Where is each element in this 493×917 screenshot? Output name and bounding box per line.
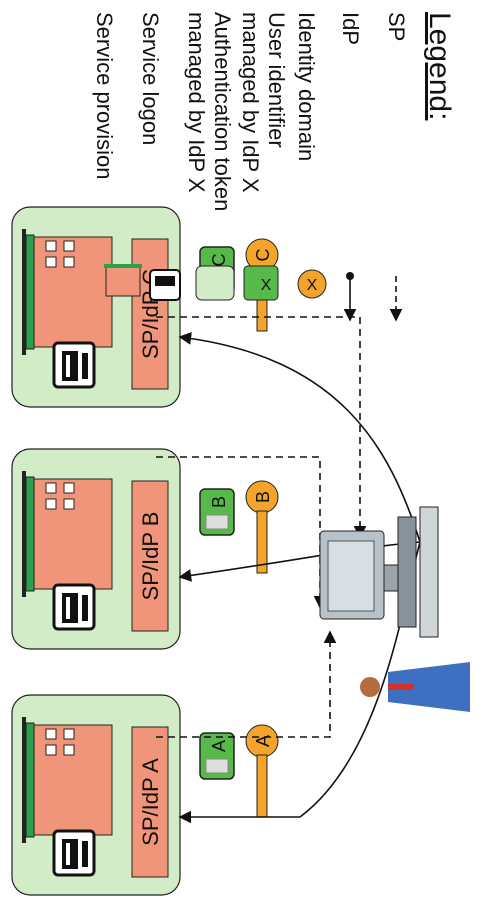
service-provision-line-a bbox=[156, 630, 337, 738]
legend-identity-domain-label: Identity domain bbox=[294, 12, 319, 161]
legend-service-logon-label: Service logon bbox=[138, 12, 163, 145]
legend: Legend: SP IdP Identity domain User iden… bbox=[92, 12, 456, 211]
user-identifier-b: B bbox=[199, 488, 235, 536]
svg-text:A: A bbox=[253, 735, 273, 747]
legend-title: Legend: bbox=[423, 12, 456, 120]
svg-text:B: B bbox=[253, 491, 273, 503]
svg-text:X: X bbox=[261, 277, 272, 294]
auth-token-key-a: A bbox=[245, 724, 279, 818]
service-provision-line-b bbox=[156, 456, 327, 609]
identity-domain-b: SP/IdP B bbox=[11, 448, 181, 650]
sp-idp-label: SP/IdP A bbox=[138, 758, 163, 846]
legend-identity-domain-swatch bbox=[195, 265, 235, 301]
service-provision-line-c bbox=[156, 316, 367, 539]
legend-idp-label: IdP bbox=[338, 12, 363, 45]
sp-label-box bbox=[131, 726, 169, 878]
legend-sp-icon bbox=[104, 264, 142, 297]
idp-server-icon bbox=[52, 829, 96, 877]
legend-auth-token-line-2: managed by IdP X bbox=[184, 12, 209, 193]
legend-service-provision-label: Service provision bbox=[92, 12, 117, 180]
legend-user-id-card: X bbox=[243, 265, 279, 301]
sp-building-icon bbox=[22, 229, 113, 355]
computer-icon bbox=[319, 506, 439, 638]
identity-domain-c: SP/IdP C bbox=[11, 206, 181, 408]
legend-auth-key-icon: X bbox=[297, 269, 327, 299]
legend-auth-token-line-1: Authentication token bbox=[210, 12, 235, 211]
user-icon bbox=[360, 662, 470, 712]
idp-server-icon bbox=[52, 341, 96, 389]
sp-building-icon bbox=[22, 471, 113, 597]
idp-server-icon bbox=[52, 583, 96, 631]
svg-text:C: C bbox=[253, 249, 273, 262]
legend-user-id-line-1: User identifier bbox=[264, 12, 289, 148]
svg-text:B: B bbox=[209, 496, 229, 508]
sp-idp-label: SP/IdP B bbox=[138, 512, 163, 601]
sp-building-icon bbox=[22, 717, 113, 843]
identity-domain-a: SP/IdP A bbox=[11, 694, 181, 896]
legend-user-id-line-2: managed by IdP X bbox=[238, 12, 263, 193]
auth-token-key-b: B bbox=[245, 480, 279, 574]
legend-idp-icon bbox=[149, 269, 181, 301]
sp-label-box bbox=[131, 480, 169, 632]
service-logon-line-c bbox=[178, 332, 421, 543]
svg-text:A: A bbox=[209, 740, 229, 752]
user-identifier-a: A bbox=[199, 732, 235, 780]
svg-text:X: X bbox=[307, 277, 318, 294]
svg-text:C: C bbox=[209, 254, 229, 267]
legend-symbols: X X bbox=[104, 264, 403, 322]
legend-sp-label: SP bbox=[384, 12, 409, 41]
